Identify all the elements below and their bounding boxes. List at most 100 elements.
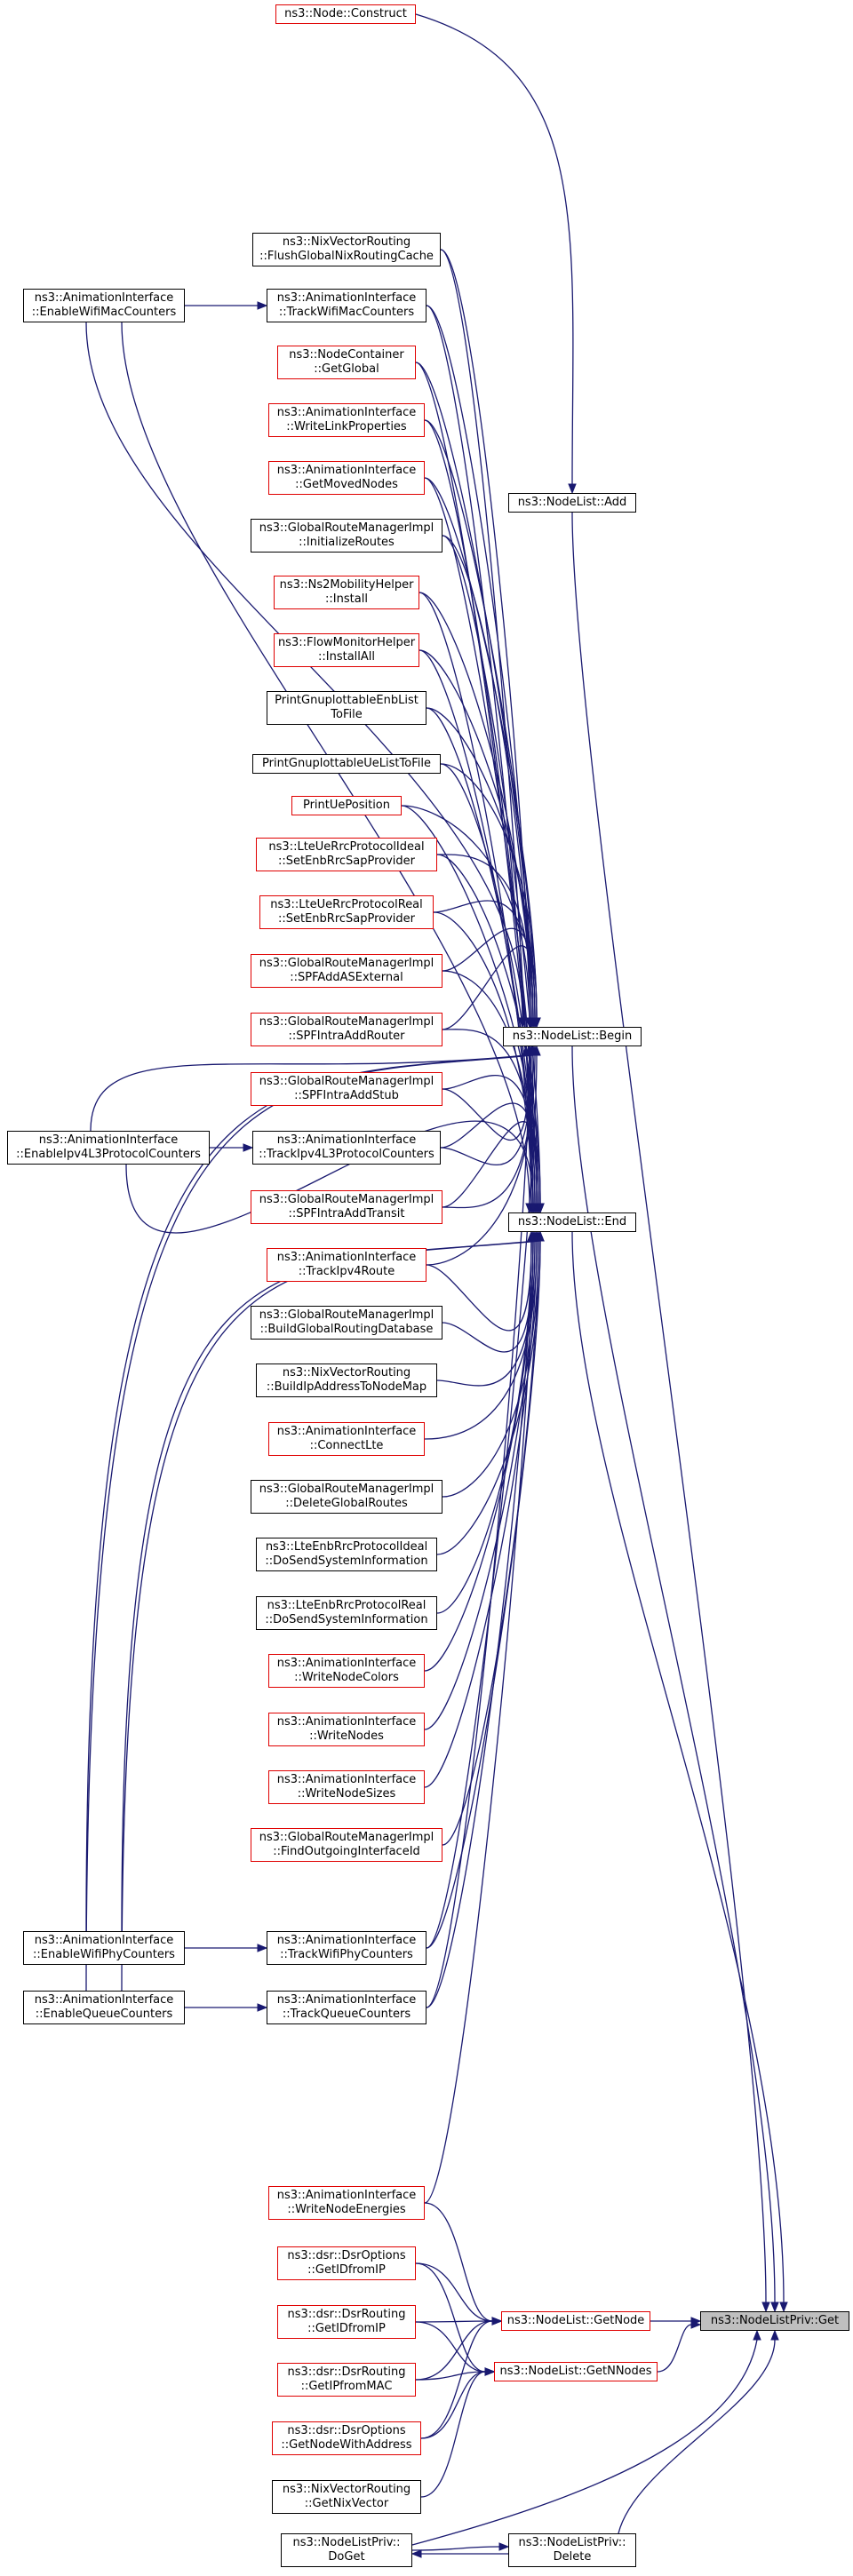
node-label-line: ns3::dsr::DsrRouting — [287, 2365, 406, 2379]
node-grmi-spf-intra-add-stub[interactable]: ns3::GlobalRouteManagerImpl::SPFIntraAdd… — [251, 1072, 442, 1106]
node-flowmonitor-install-all[interactable]: ns3::FlowMonitorHelper::InstallAll — [274, 633, 419, 667]
edge-ai_writenodeenergies-to-nodelist_getnode — [424, 2202, 493, 2322]
node-label-line: ::DoSendSystemInformation — [265, 1554, 428, 1568]
node-lte-ue-rrc-real-set-enb-sap[interactable]: ns3::LteUeRrcProtocolReal::SetEnbRrcSapP… — [259, 895, 434, 929]
node-label-line: ::TrackIpv4L3ProtocolCounters — [259, 1148, 434, 1161]
edge-nodelistpriv_doget-to-nodelistpriv_delete — [411, 2546, 500, 2551]
node-dsr-options-get-id-from-ip[interactable]: ns3::dsr::DsrOptions::GetIDfromIP — [277, 2246, 416, 2280]
node-grmi-initialize-routes[interactable]: ns3::GlobalRouteManagerImpl::InitializeR… — [251, 519, 442, 553]
node-animation-track-queue-counters[interactable]: ns3::AnimationInterface::TrackQueueCount… — [267, 1991, 426, 2024]
node-animation-connect-lte[interactable]: ns3::AnimationInterface::ConnectLte — [268, 1422, 425, 1456]
edge-ai_enable_ipv4l3-to-nodelist_end-loop — [125, 1120, 534, 1234]
edge-nix_getnixvector-to-nodelist_getnnodes-arrowhead — [484, 2367, 496, 2376]
node-label-line: ns3::Ns2MobilityHelper — [279, 578, 414, 592]
node-label-line: ::EnableQueueCounters — [35, 2008, 173, 2021]
edge-grmi_deleteglobal-to-nodelist_end — [442, 1240, 539, 1498]
node-grmi-delete-global-routes[interactable]: ns3::GlobalRouteManagerImpl::DeleteGloba… — [251, 1480, 442, 1514]
edge-ai_enable_ipv4l3-to-nodelist_end-loop-arrowhead — [529, 1203, 538, 1214]
node-animation-track-wifi-mac-counters[interactable]: ns3::AnimationInterface::TrackWifiMacCou… — [267, 289, 426, 322]
node-label-line: ns3::NixVectorRouting — [282, 1366, 411, 1379]
node-animation-write-nodes[interactable]: ns3::AnimationInterface::WriteNodes — [268, 1713, 425, 1746]
node-label-line: ns3::NodeListPriv:: — [518, 2536, 626, 2549]
node-ns2-mobility-install[interactable]: ns3::Ns2MobilityHelper::Install — [274, 576, 419, 609]
edge-ai_enable_wifimac-to-nodelist_begin-loop-arrowhead — [518, 1017, 527, 1029]
node-nodelist-begin[interactable]: ns3::NodeList::Begin — [503, 1027, 642, 1046]
node-animation-write-link-properties[interactable]: ns3::AnimationInterface::WriteLinkProper… — [268, 403, 425, 437]
edge-ai_track_queue-to-nodelist_end — [426, 1240, 532, 2008]
edge-grmi_spfintratransit-to-nodelist_end — [442, 1121, 541, 1208]
node-animation-write-node-colors[interactable]: ns3::AnimationInterface::WriteNodeColors — [268, 1654, 425, 1688]
node-node-construct[interactable]: ns3::Node::Construct — [275, 4, 416, 24]
node-label-line: ns3::GlobalRouteManagerImpl — [259, 521, 434, 535]
edge-nodelistpriv_doget-to-nodelistpriv_get — [411, 2339, 758, 2546]
node-nodelist-get-node[interactable]: ns3::NodeList::GetNode — [501, 2311, 650, 2331]
node-nix-build-ip-address-to-node-map[interactable]: ns3::NixVectorRouting::BuildIpAddressToN… — [256, 1364, 437, 1397]
edge-nodelist_begin-to-nodelistpriv_get-arrowhead — [770, 2302, 779, 2313]
node-dsr-routing-get-ip-from-mac[interactable]: ns3::dsr::DsrRouting::GetIPfromMAC — [277, 2363, 416, 2397]
node-animation-enable-ipv4l3-protocol-counters[interactable]: ns3::AnimationInterface::EnableIpv4L3Pro… — [7, 1131, 210, 1165]
edge-ai_enable_queue-to-nodelist_end-loop-arrowhead — [536, 1230, 545, 1242]
node-label-line: ns3::AnimationInterface — [276, 1993, 417, 2007]
node-label-line: ::WriteNodeSizes — [297, 1787, 396, 1801]
node-animation-enable-wifi-phy-counters[interactable]: ns3::AnimationInterface::EnableWifiPhyCo… — [23, 1931, 185, 1965]
node-label-line: ::SPFIntraAddTransit — [288, 1207, 405, 1220]
node-nodelist-add[interactable]: ns3::NodeList::Add — [508, 493, 636, 513]
node-nodelistpriv-delete[interactable]: ns3::NodeListPriv::Delete — [508, 2533, 636, 2567]
edge-ai_enable_queue-to-nodelist_begin-loop — [85, 1054, 534, 1992]
node-grmi-build-global-routing-database[interactable]: ns3::GlobalRouteManagerImpl::BuildGlobal… — [251, 1306, 442, 1340]
node-label-line: PrintGnuplottableEnbList — [275, 694, 419, 707]
node-label-line: ns3::dsr::DsrRouting — [287, 2308, 406, 2321]
node-label-line: ns3::GlobalRouteManagerImpl — [259, 1075, 434, 1088]
edge-ai_trackipv4route-to-nodelist_begin — [426, 1054, 536, 1266]
node-label-line: ns3::LteEnbRrcProtocolReal — [267, 1599, 426, 1612]
node-print-ue-position[interactable]: PrintUePosition — [291, 796, 402, 815]
edge-ai_enable_wifimac-to-ai_track_wifimac-arrowhead — [257, 301, 268, 310]
node-dsr-options-get-node-with-address[interactable]: ns3::dsr::DsrOptions::GetNodeWithAddress — [272, 2421, 421, 2455]
edge-nodelist_add-to-nodelistpriv_get-arrowhead — [761, 2302, 770, 2313]
node-grmi-spf-intra-add-router[interactable]: ns3::GlobalRouteManagerImpl::SPFIntraAdd… — [251, 1013, 442, 1046]
edge-lte_ue_real-to-nodelist_end — [433, 911, 532, 1205]
node-label-line: ns3::AnimationInterface — [276, 1133, 417, 1147]
node-nodelistpriv-doget[interactable]: ns3::NodeListPriv::DoGet — [281, 2533, 412, 2567]
node-nodecontainer-get-global[interactable]: ns3::NodeContainer::GetGlobal — [277, 346, 416, 379]
node-print-gnuplottable-ue-list[interactable]: PrintGnuplottableUeListToFile — [252, 754, 441, 774]
node-label-line: ns3::LteUeRrcProtocolIdeal — [268, 840, 425, 854]
node-animation-track-wifi-phy-counters[interactable]: ns3::AnimationInterface::TrackWifiPhyCou… — [267, 1931, 426, 1965]
node-label-line: ::WriteNodes — [309, 1729, 384, 1743]
node-grmi-find-outgoing-interface-id[interactable]: ns3::GlobalRouteManagerImpl::FindOutgoin… — [251, 1828, 442, 1862]
node-grmi-spf-add-as-external[interactable]: ns3::GlobalRouteManagerImpl::SPFAddASExt… — [251, 954, 442, 988]
node-animation-get-moved-nodes[interactable]: ns3::AnimationInterface::GetMovedNodes — [268, 461, 425, 495]
node-lte-enb-rrc-real-send-sysinfo[interactable]: ns3::LteEnbRrcProtocolReal::DoSendSystem… — [256, 1596, 437, 1630]
edge-grmi_spfintrastub-to-nodelist_begin — [442, 1054, 530, 1141]
node-label-line: ::Install — [325, 592, 368, 606]
node-label-line: ns3::FlowMonitorHelper — [277, 636, 416, 649]
node-grmi-spf-intra-add-transit[interactable]: ns3::GlobalRouteManagerImpl::SPFIntraAdd… — [251, 1190, 442, 1224]
node-label-line: ns3::GlobalRouteManagerImpl — [259, 1483, 434, 1496]
node-label-line: ns3::GlobalRouteManagerImpl — [259, 1308, 434, 1322]
node-animation-enable-queue-counters[interactable]: ns3::AnimationInterface::EnableQueueCoun… — [23, 1991, 185, 2024]
node-label-line: ::EnableIpv4L3ProtocolCounters — [16, 1148, 201, 1161]
node-dsr-routing-get-id-from-ip[interactable]: ns3::dsr::DsrRouting::GetIDfromIP — [277, 2305, 416, 2339]
node-animation-track-ipv4-route[interactable]: ns3::AnimationInterface::TrackIpv4Route — [267, 1248, 426, 1282]
node-label-line: ns3::GlobalRouteManagerImpl — [259, 1015, 434, 1029]
node-label-line: ns3::AnimationInterface — [34, 1934, 174, 1947]
edge-grmi_spfintratransit-to-nodelist_end-arrowhead — [536, 1203, 545, 1214]
node-lte-enb-rrc-ideal-send-sysinfo[interactable]: ns3::LteEnbRrcProtocolIdeal::DoSendSyste… — [256, 1538, 437, 1571]
node-label-line: ::TrackWifiMacCounters — [278, 306, 415, 319]
edge-grmi_spfaddas-to-nodelist_begin — [442, 927, 536, 1019]
node-label-line: ::TrackIpv4Route — [298, 1265, 395, 1278]
node-label-line: ::EnableWifiPhyCounters — [33, 1948, 175, 1961]
node-animation-track-ipv4l3-protocol-counters[interactable]: ns3::AnimationInterface::TrackIpv4L3Prot… — [252, 1131, 441, 1165]
node-nodelist-end[interactable]: ns3::NodeList::End — [508, 1212, 636, 1232]
node-animation-write-node-sizes[interactable]: ns3::AnimationInterface::WriteNodeSizes — [268, 1770, 425, 1804]
node-animation-enable-wifi-mac-counters[interactable]: ns3::AnimationInterface::EnableWifiMacCo… — [23, 289, 185, 322]
node-nix-get-nix-vector[interactable]: ns3::NixVectorRouting::GetNixVector — [272, 2480, 421, 2514]
node-lte-ue-rrc-ideal-set-enb-sap[interactable]: ns3::LteUeRrcProtocolIdeal::SetEnbRrcSap… — [256, 838, 437, 871]
node-label-line: ::GetIDfromIP — [307, 2322, 386, 2335]
edge-grmi_spfintrarouter-to-nodelist_end — [442, 1029, 536, 1205]
node-nix-flush-global-nix-routing-cache[interactable]: ns3::NixVectorRouting::FlushGlobalNixRou… — [252, 233, 441, 266]
node-animation-write-node-energies[interactable]: ns3::AnimationInterface::WriteNodeEnergi… — [268, 2186, 425, 2220]
node-nodelist-get-n-nodes[interactable]: ns3::NodeList::GetNNodes — [494, 2362, 658, 2381]
